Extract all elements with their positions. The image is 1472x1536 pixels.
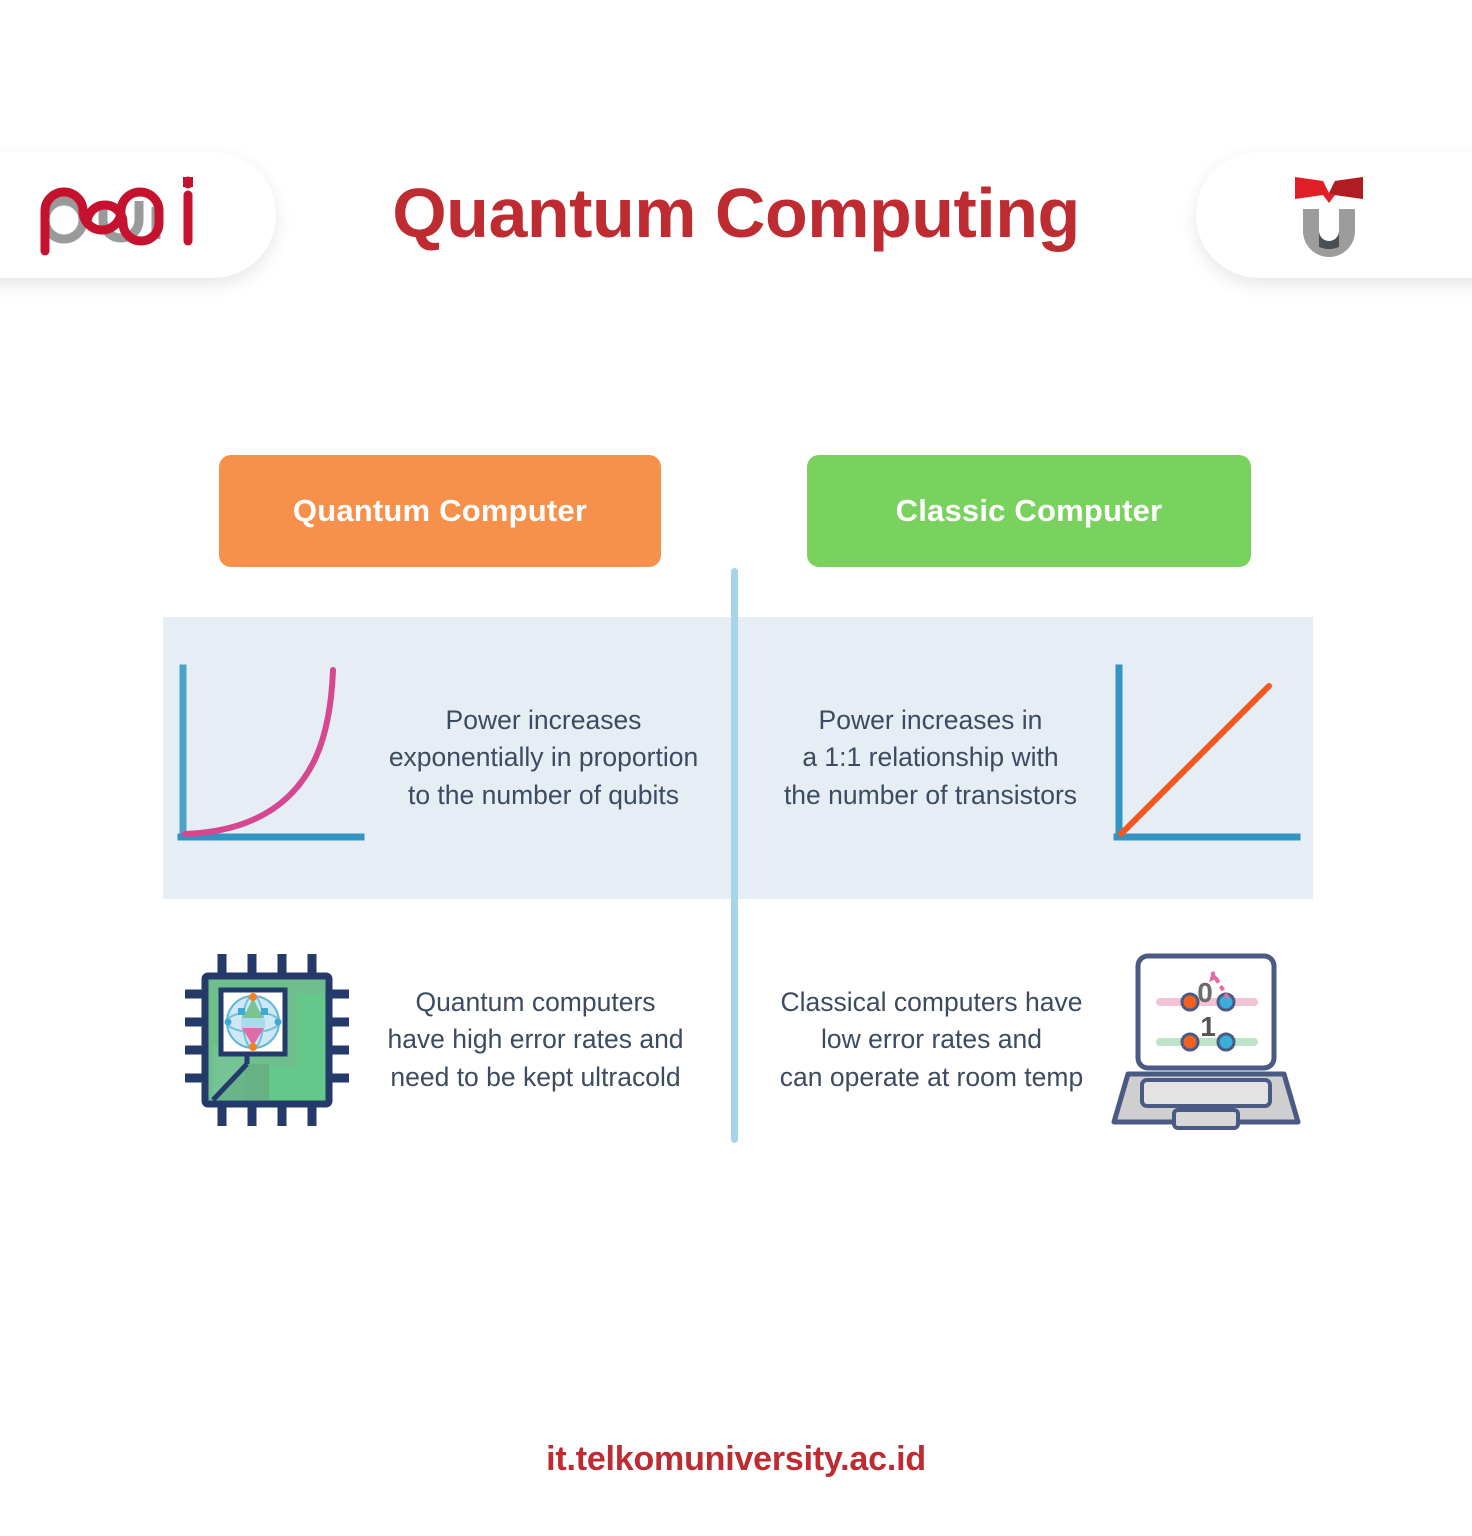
svg-text:1: 1 — [1200, 1011, 1216, 1042]
row-error-quantum-cell: Quantum computers have high error rates … — [163, 930, 738, 1150]
column-header-classic-computer-label: Classic Computer — [895, 493, 1163, 528]
row-error-quantum-line-2: have high error rates and — [387, 1024, 684, 1055]
row-error-classic-cell: Classical computers have low error rates… — [738, 930, 1313, 1150]
comparison-row-error-rates: Quantum computers have high error rates … — [163, 930, 1313, 1150]
column-divider — [731, 568, 738, 1143]
column-header-classic-computer[interactable]: Classic Computer — [807, 455, 1251, 567]
exponential-curve-chart-icon — [171, 662, 369, 854]
row-power-quantum-line-2: exponentially in proportion — [388, 742, 699, 773]
row-power-quantum-cell: Power increases exponentially in proport… — [163, 617, 738, 899]
row-error-quantum-text: Quantum computers have high error rates … — [361, 984, 711, 1097]
quantum-chip-icon — [179, 946, 361, 1134]
linear-line-chart-icon — [1107, 662, 1305, 854]
svg-text:0: 0 — [1197, 977, 1213, 1008]
column-header-quantum-computer[interactable]: Quantum Computer — [219, 455, 661, 567]
row-power-classic-cell: Power increases in a 1:1 relationship wi… — [738, 617, 1313, 899]
row-power-classic-line-1: Power increases in — [818, 704, 1043, 735]
comparison-row-power: Power increases exponentially in proport… — [163, 617, 1313, 899]
row-power-classic-text: Power increases in a 1:1 relationship wi… — [755, 702, 1107, 815]
row-error-classic-line-2: low error rates and — [821, 1024, 1042, 1055]
column-header-quantum-computer-label: Quantum Computer — [292, 493, 588, 528]
row-power-classic-line-3: the number of transistors — [783, 779, 1078, 810]
page-title: Quantum Computing — [392, 174, 1080, 252]
row-error-quantum-line-3: need to be kept ultracold — [390, 1061, 681, 1092]
row-power-quantum-text: Power increases exponentially in proport… — [369, 702, 719, 815]
puri-logo-pill — [0, 152, 276, 278]
row-error-classic-text: Classical computers have low error rates… — [756, 984, 1108, 1097]
row-error-quantum-line-1: Quantum computers — [415, 986, 656, 1017]
page-header: Quantum Computing — [0, 0, 1472, 330]
telkom-university-logo-pill — [1196, 152, 1472, 278]
row-power-quantum-line-1: Power increases — [445, 704, 642, 735]
row-error-classic-line-1: Classical computers have — [780, 986, 1083, 1017]
row-power-classic-line-2: a 1:1 relationship with — [802, 742, 1059, 773]
row-error-classic-line-3: can operate at room temp — [779, 1061, 1084, 1092]
telkom-university-logo-icon — [1295, 177, 1363, 257]
laptop-icon: 0 1 — [1108, 942, 1304, 1138]
puri-logo-icon — [40, 176, 193, 256]
row-power-quantum-line-3: to the number of qubits — [407, 779, 680, 810]
footer-url[interactable]: it.telkomuniversity.ac.id — [546, 1440, 926, 1478]
